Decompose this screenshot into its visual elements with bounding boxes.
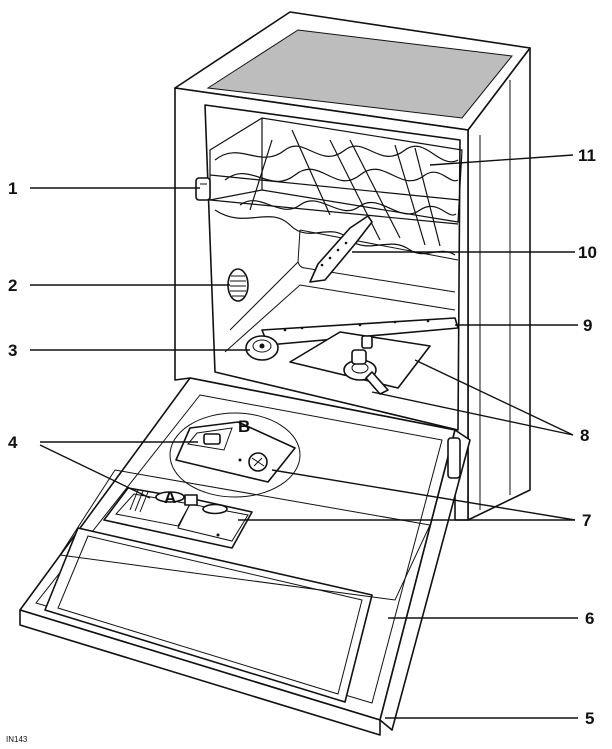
figure-code: IN143 — [6, 735, 28, 744]
callout-8: 8 — [580, 426, 589, 445]
callout-4: 4 — [8, 433, 18, 452]
door-lower-panel — [44, 527, 373, 703]
callout-9: 9 — [583, 316, 592, 335]
salt-container-cap — [245, 335, 279, 361]
top-panel — [206, 29, 513, 119]
callout-1: 1 — [8, 179, 17, 198]
letter-b: B — [238, 417, 250, 436]
leader-7a — [271, 469, 576, 521]
detergent-dispenser — [103, 487, 253, 549]
leader-4b — [39, 444, 151, 499]
leader-11 — [429, 154, 574, 166]
leader-8b — [371, 391, 574, 436]
dispenser-detail — [169, 412, 301, 498]
leader-lines — [30, 154, 578, 719]
letter-a: A — [164, 488, 176, 507]
side-vent — [227, 268, 249, 302]
filter-assembly — [289, 331, 431, 395]
callout-11: 11 — [578, 146, 596, 165]
callout-3: 3 — [8, 341, 17, 360]
callout-10: 10 — [578, 243, 597, 262]
door — [19, 377, 471, 736]
basket-rail-stop — [195, 177, 211, 201]
callout-labels: 1 2 3 4 5 6 7 8 9 10 11 B A IN143 — [6, 146, 597, 744]
leader-8a — [414, 359, 574, 436]
callout-5: 5 — [585, 709, 594, 728]
callout-6: 6 — [585, 609, 594, 628]
upper-spray-arm — [309, 215, 373, 283]
callout-7: 7 — [582, 511, 591, 530]
callout-2: 2 — [8, 276, 17, 295]
